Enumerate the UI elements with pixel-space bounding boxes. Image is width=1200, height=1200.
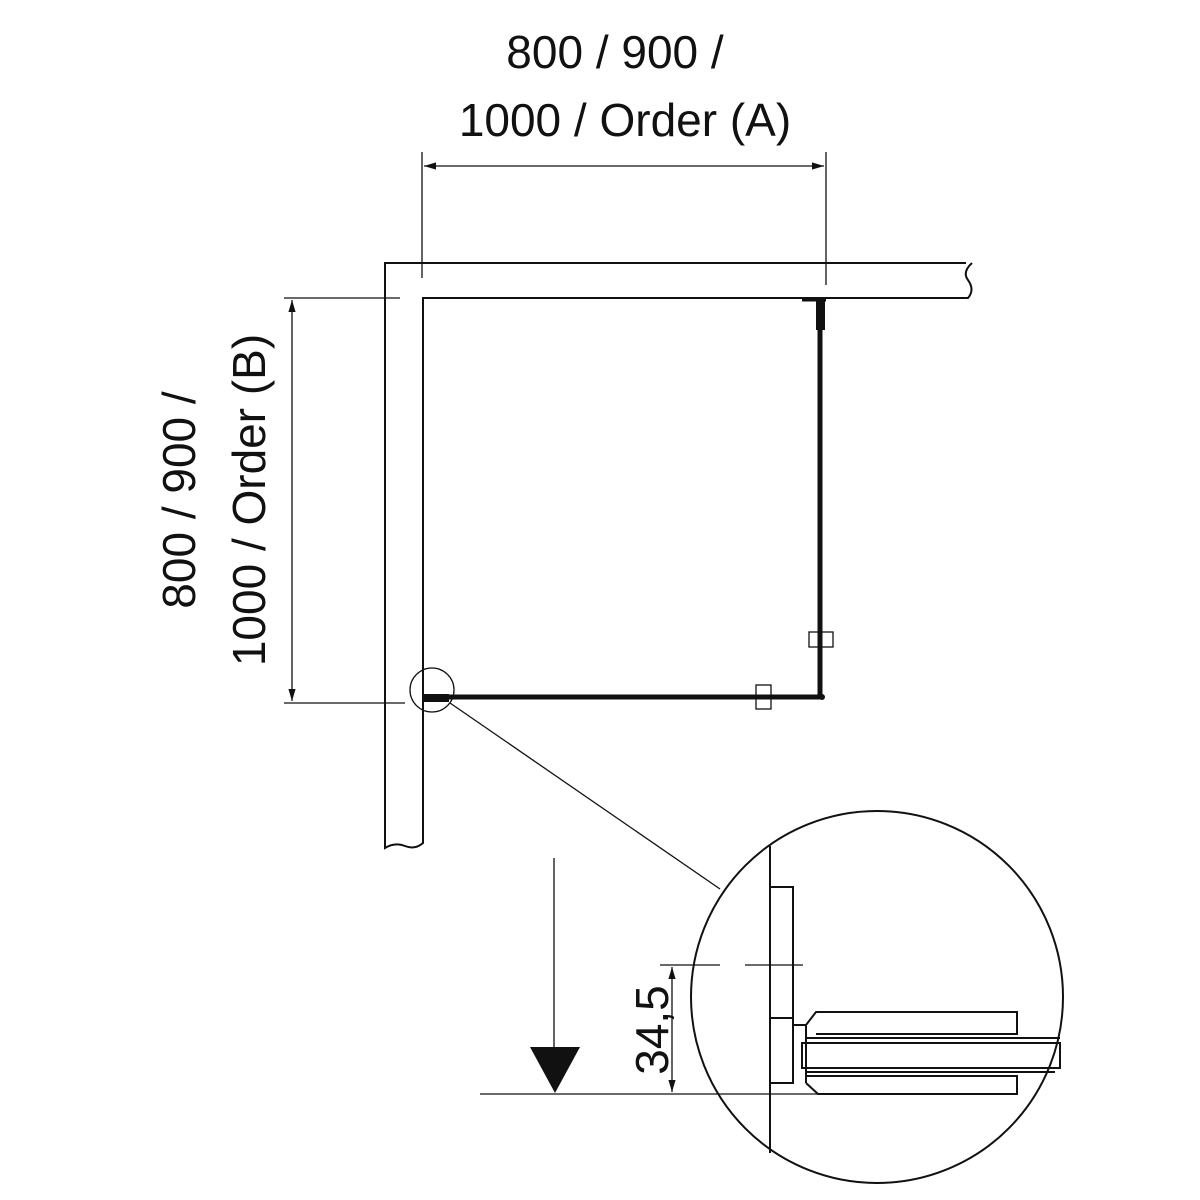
- dimension-b-label-line2: 1000 / Order (B): [223, 334, 275, 666]
- floor-level-arrow-icon: [530, 858, 580, 1093]
- detail-leader-line: [449, 702, 721, 890]
- dimension-b-label-line1: 800 / 900 /: [153, 391, 205, 609]
- dimension-a-label-line2: 1000 / Order (A): [459, 94, 791, 146]
- hinge-bottom: [755, 684, 772, 710]
- detail-marker-circle: [409, 667, 455, 713]
- hinge-right: [808, 631, 834, 648]
- dimension-a-line: [421, 152, 827, 285]
- detail-dimension-line: [480, 967, 818, 1095]
- detail-dimension-label: 34,5: [626, 985, 678, 1075]
- dimension-a-label-line1: 800 / 900 /: [506, 26, 724, 78]
- wall-outline: [384, 262, 973, 850]
- detail-view: [660, 810, 1064, 1184]
- dimension-b-line: [284, 297, 405, 704]
- shower-panels: [423, 298, 834, 710]
